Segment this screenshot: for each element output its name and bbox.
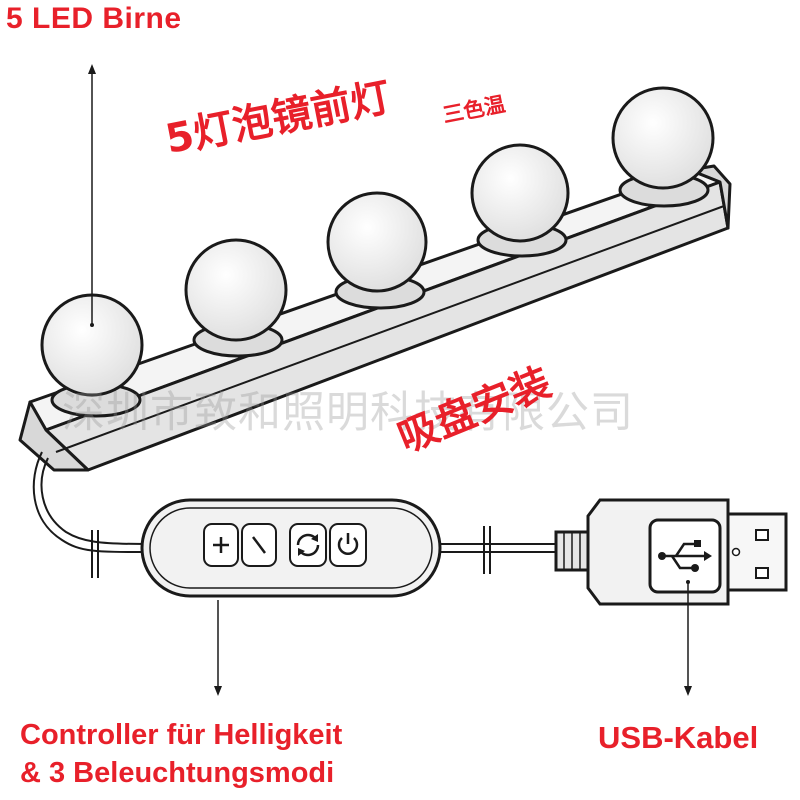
button-minus[interactable] [241,523,277,567]
usb-pointer-arrow [684,580,692,696]
button-mode[interactable] [289,523,327,567]
bulb-2 [184,238,288,358]
controller [140,498,442,598]
controller-label-line2: & 3 Beleuchtungsmodi [20,757,335,789]
controller-pointer-arrow [214,600,222,696]
controller-label: Controller für Helligkeit & 3 Beleuchtun… [20,716,342,792]
cycle-icon [296,533,320,557]
watermark-text: 深圳市致和照明科技有限公司 [62,388,634,438]
button-power[interactable] [329,523,367,567]
led-bar-edge [55,205,725,453]
led-pointer-arrow [88,64,96,327]
bulbs [40,86,715,418]
controller-buttons [203,523,367,567]
plus-icon [213,537,229,553]
button-plus[interactable] [203,523,239,567]
led-bar-right-cap [688,164,732,230]
led-bulb-label: 5 LED Birne [6,2,182,35]
power-icon [337,533,359,555]
usb-trident-icon [658,540,712,572]
controller-label-line1: Controller für Helligkeit [20,719,343,751]
usb-plug [554,498,788,606]
power-cable [32,451,560,578]
bulb-4 [470,143,570,258]
minus-icon [252,536,266,554]
bulb-5 [611,86,715,208]
usb-cable-label: USB-Kabel [598,720,759,755]
led-bar-left-cap [18,400,90,472]
bulb-3 [326,191,428,310]
